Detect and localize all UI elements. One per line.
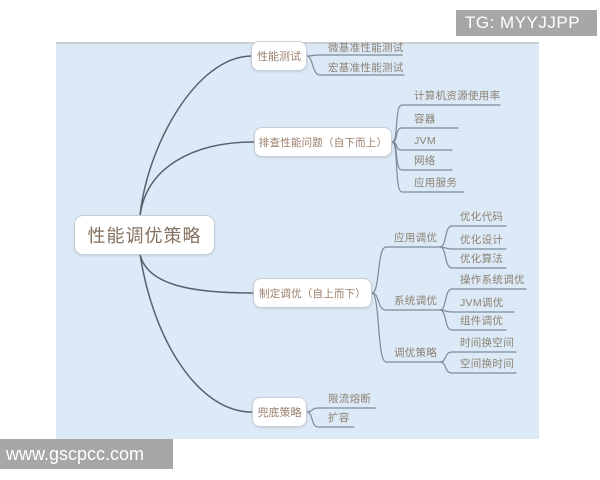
leaf-component-tuning: 组件调优	[460, 315, 504, 327]
leaf-space-for-time: 空间换时间	[460, 358, 514, 370]
branch-node-troubleshoot-bottom-up: 排查性能问题（自下而上）	[254, 127, 392, 157]
watermark-bottom-left: www.gscpcc.com	[0, 439, 173, 469]
root-node-label: 性能调优策略	[87, 226, 202, 246]
leaf-optimize-code: 优化代码	[460, 211, 504, 223]
leaf-optimize-design: 优化设计	[460, 234, 504, 246]
branch-label: 制定调优（自上而下）	[259, 287, 366, 300]
branch-node-plan-tuning-top-down: 制定调优（自上而下）	[253, 278, 372, 308]
leaf-os-tuning: 操作系统调优	[460, 274, 525, 286]
root-node: 性能调优策略	[74, 215, 215, 255]
subnode-application-tuning: 应用调优	[394, 232, 438, 244]
branch-node-performance-testing: 性能测试	[251, 41, 307, 71]
leaf-optimize-algorithm: 优化算法	[460, 253, 504, 265]
leaf-jvm: JVM	[414, 135, 436, 147]
leaf-computer-resource-usage: 计算机资源使用率	[414, 90, 501, 102]
subnode-system-tuning: 系统调优	[394, 295, 438, 307]
leaf-network: 网络	[414, 155, 436, 167]
branch-label: 性能测试	[257, 51, 301, 63]
leaf-macro-benchmark-test: 宏基准性能测试	[328, 62, 404, 74]
watermark-top-right-text: TG: MYYJJPP	[465, 13, 581, 32]
branch-label: 排查性能问题（自下而上）	[258, 136, 388, 149]
watermark-top-right: TG: MYYJJPP	[456, 10, 597, 36]
leaf-application-service: 应用服务	[414, 177, 458, 189]
branch-label: 兜底策略	[257, 407, 302, 419]
leaf-time-for-space: 时间换空间	[460, 337, 514, 349]
leaf-scale-out: 扩容	[328, 412, 350, 424]
branch-node-fallback-strategy: 兜底策略	[252, 397, 307, 427]
subnode-tuning-strategy: 调优策略	[394, 347, 438, 359]
leaf-container: 容器	[414, 113, 436, 125]
watermark-bottom-left-text: www.gscpcc.com	[6, 443, 145, 464]
leaf-rate-limit-circuit-break: 限流熔断	[328, 393, 372, 405]
leaf-jvm-tuning: JVM调优	[460, 297, 504, 309]
leaf-micro-benchmark-test: 微基准性能测试	[328, 42, 404, 54]
